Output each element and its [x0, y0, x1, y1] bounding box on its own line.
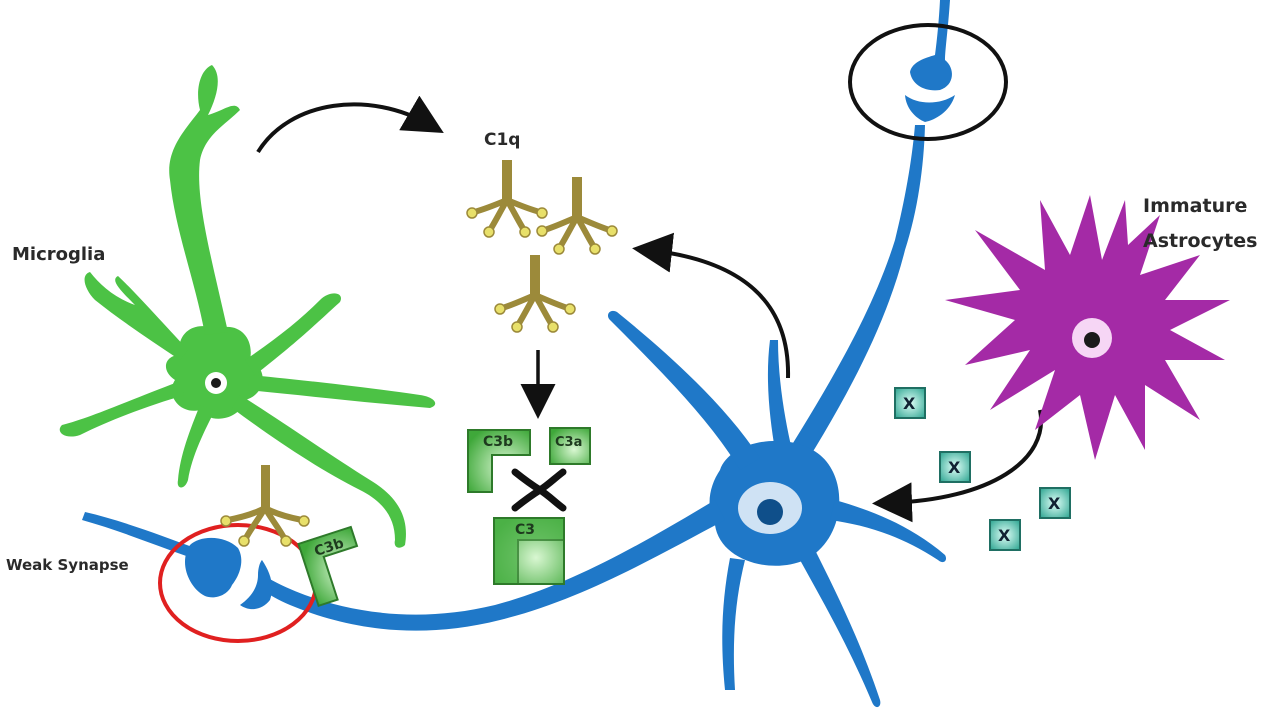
factor-x-box-3: X	[1039, 487, 1071, 519]
microglia-label: Microglia	[12, 244, 105, 265]
weak-synapse-label: Weak Synapse	[6, 556, 129, 574]
weak-synapse-presynaptic	[185, 537, 242, 598]
factor-x-label-1: X	[903, 394, 916, 413]
neuron-to-c1q-arrow	[632, 232, 791, 379]
c3a-label: C3a	[555, 435, 582, 450]
neuron-dendrite-upperleft	[607, 310, 760, 470]
microglia-process-lowerleft	[59, 382, 185, 437]
microglia-process-right2	[248, 375, 436, 408]
c3b-box: C3b	[467, 429, 531, 493]
immature-astrocyte-cell	[945, 195, 1230, 460]
neuron-axon-left	[262, 500, 725, 631]
microglia-process-bottom	[177, 405, 215, 488]
neuron-axon-top	[770, 125, 925, 485]
factor-x-label-4: X	[998, 526, 1011, 545]
weak-synapse	[185, 537, 273, 610]
factor-x-box-1: X	[894, 387, 926, 419]
c3b-synapse-box: C3b	[297, 525, 359, 608]
c3-box: C3	[493, 517, 565, 585]
immature-astrocytes-label-line2: Astrocytes	[1143, 230, 1257, 252]
factor-x-label-2: X	[948, 458, 961, 477]
microglia-process-lowerright	[232, 395, 406, 548]
factor-x-box-4: X	[989, 519, 1021, 551]
neuron-dendrite-lowerright	[800, 550, 881, 708]
microglia-process-left	[84, 272, 188, 360]
factor-x-box-2: X	[939, 451, 971, 483]
synapse-presynaptic-terminal	[910, 0, 952, 91]
c1q-label: C1q	[484, 130, 520, 150]
weak-synapse-circle	[158, 523, 318, 643]
astrocyte-to-neuron-arrow	[872, 409, 1044, 523]
synapse-postsynaptic-terminal	[905, 95, 955, 122]
neuron-nucleolus	[757, 499, 783, 525]
c1q-bound-synapse	[220, 465, 310, 547]
c3b-label: C3b	[483, 434, 513, 450]
healthy-synapse-circle	[848, 23, 1008, 141]
weak-synapse-postsynaptic	[240, 560, 273, 610]
neuron-dendrite-bottom	[722, 558, 745, 690]
microglia-to-c1q-arrow	[256, 95, 444, 154]
c3a-box: C3a	[549, 427, 591, 465]
neuron-dendrite-right	[830, 500, 947, 563]
healthy-synapse	[905, 0, 955, 122]
c1q-molecule-1	[466, 160, 548, 238]
c1q-molecule-3	[494, 255, 576, 333]
factor-x-label-3: X	[1048, 494, 1061, 513]
neuron-axon-left-end	[82, 512, 195, 558]
microglia-nucleolus	[211, 378, 221, 388]
immature-astrocytes-label-line1: Immature	[1143, 195, 1247, 217]
c3-label: C3	[515, 522, 535, 538]
microglia-process-top	[169, 65, 240, 335]
cleavage-mark-icon	[511, 468, 567, 512]
astrocyte-nucleolus	[1084, 332, 1100, 348]
neuron-cell	[82, 125, 947, 708]
neuron-dendrite-upper	[767, 340, 792, 450]
microglia-process-right	[245, 293, 341, 375]
microglia-cell	[59, 65, 436, 548]
c1q-molecule-2	[536, 177, 618, 255]
